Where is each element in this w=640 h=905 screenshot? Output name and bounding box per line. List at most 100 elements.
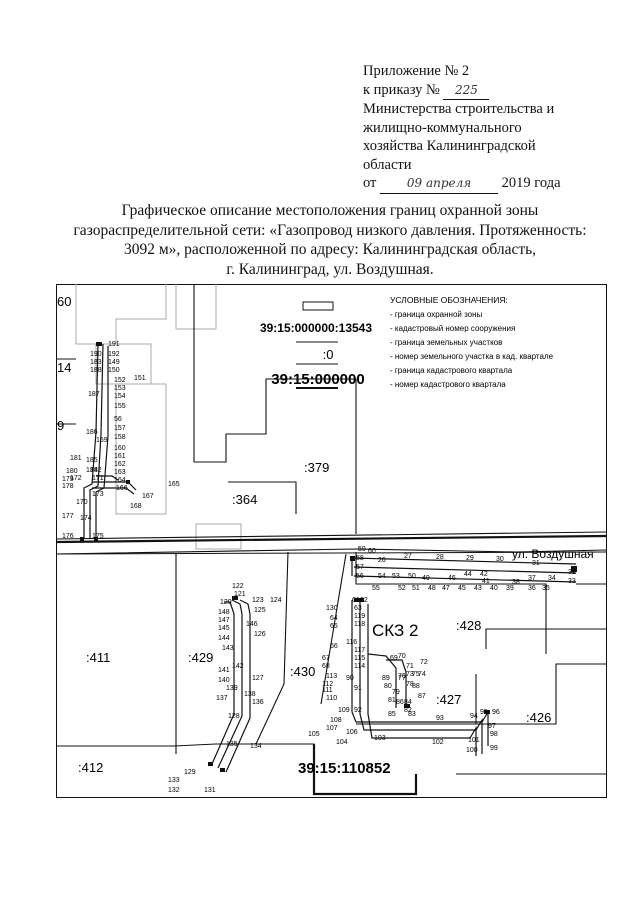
point-label: 30 xyxy=(496,556,504,563)
point-label: 80 xyxy=(384,683,392,690)
point-label: 97 xyxy=(488,723,496,730)
parcel-label-428: :428 xyxy=(456,618,481,633)
parcel-labels: 60 14 9 :379 :364 :428 :411 :429 :430 :4… xyxy=(57,294,551,775)
station-label: СКЗ 2 xyxy=(372,621,418,640)
point-label: 107 xyxy=(326,725,338,732)
point-label: 171 xyxy=(92,475,104,482)
point-label: 110 xyxy=(326,695,337,702)
point-label: 41 xyxy=(482,578,490,585)
point-label: 181 xyxy=(70,455,82,462)
point-label: 132 xyxy=(168,787,180,794)
point-label: 160 xyxy=(114,445,126,452)
point-label: 128 xyxy=(228,713,240,720)
point-label: 90 xyxy=(346,675,354,682)
parcel-label-412: :412 xyxy=(78,760,103,775)
point-label: 47 xyxy=(442,585,450,592)
point-label: 39 xyxy=(506,585,514,592)
point-label: 93 xyxy=(436,715,444,722)
point-label: 154 xyxy=(114,393,126,400)
point-label: 104 xyxy=(336,739,348,746)
point-label: 85 xyxy=(388,711,396,718)
point-label: 52 xyxy=(398,585,406,592)
parcel-label-426: :426 xyxy=(526,710,551,725)
protection-zone-northwest xyxy=(83,343,137,539)
point-label: 151 xyxy=(134,375,146,382)
ministry-line-2: жилищно-коммунального xyxy=(363,119,522,136)
point-label: 135 xyxy=(226,741,238,748)
title-line-1: Графическое описание местоположения гран… xyxy=(121,202,539,219)
point-label: 59 xyxy=(358,546,366,553)
point-label: 167 xyxy=(142,493,154,500)
parcel-label-379: :379 xyxy=(304,460,329,475)
point-label: 173 xyxy=(92,491,104,498)
point-label: 130 xyxy=(326,605,338,612)
point-label: 119 xyxy=(354,613,365,620)
point-label: 89 xyxy=(382,675,390,682)
point-label: 116 xyxy=(346,639,357,646)
point-label: 175 xyxy=(92,533,104,540)
point-label: 71 xyxy=(406,663,414,670)
point-label: 122 xyxy=(232,583,244,590)
point-label: 87 xyxy=(418,693,426,700)
point-number-labels: 191 190 192 183 149 188 150 152 151 153 … xyxy=(62,341,576,794)
point-label: 65 xyxy=(330,623,338,630)
point-label: 86 xyxy=(396,699,404,706)
point-label: 178 xyxy=(62,483,74,490)
title-line-4: г. Калининград, ул. Воздушная. xyxy=(226,260,434,278)
point-label: 69 xyxy=(390,655,398,662)
point-label: 101 xyxy=(468,737,480,744)
legend-quarter-sample: 39:15:000000 xyxy=(271,371,364,388)
point-label: 111 xyxy=(322,687,333,694)
point-label: 43 xyxy=(474,585,482,592)
point-label: 152 xyxy=(114,377,126,384)
point-label: 150 xyxy=(108,367,120,374)
point-label: 40 xyxy=(490,585,498,592)
site-plan-map: 39:15:000000:13543 :0 39:15:000000 УСЛОВ… xyxy=(56,284,607,798)
point-label: 53 xyxy=(392,573,400,580)
point-label: 83 xyxy=(408,711,416,718)
point-label: 139 xyxy=(226,685,238,692)
point-label: 188 xyxy=(90,367,102,374)
point-label: 64 xyxy=(330,615,338,622)
point-label: 192 xyxy=(108,351,120,358)
order-number: 225 xyxy=(443,81,490,100)
ministry-line-1: Министерства строительства и xyxy=(363,101,555,117)
point-label: 60 xyxy=(368,548,376,555)
point-label: 72 xyxy=(420,659,428,666)
point-label: 155 xyxy=(114,403,126,410)
parcel-label-14: 14 xyxy=(57,360,71,375)
point-label: 127 xyxy=(252,675,264,682)
point-label: 165 xyxy=(168,481,180,488)
point-label: 77 xyxy=(398,675,406,682)
point-label: 184 xyxy=(86,467,98,474)
point-label: 140 xyxy=(218,677,230,684)
legend-cadnum-sample: 39:15:000000:13543 xyxy=(260,321,372,335)
legend-item-quarter-number: - номер кадастрового квартала xyxy=(390,380,506,389)
ministry-line-3: хозяйства Калининградской xyxy=(363,138,536,154)
point-label: 92 xyxy=(354,707,362,714)
point-label: 94 xyxy=(470,713,478,720)
quarter-boundary-north xyxy=(56,534,607,544)
point-label: 147 xyxy=(218,617,230,624)
point-label: 153 xyxy=(114,385,126,392)
background-buildings xyxy=(75,284,242,550)
parcel-label-411: :411 xyxy=(86,650,110,665)
point-label: 187 xyxy=(88,391,100,398)
point-label: 183 xyxy=(90,359,102,366)
date-prefix: от xyxy=(363,175,377,191)
point-label: 37 xyxy=(528,575,536,582)
point-label: 131 xyxy=(204,787,216,794)
point-label: 166 xyxy=(116,485,128,492)
point-label: 185 xyxy=(86,457,98,464)
point-label: 129 xyxy=(184,769,196,776)
point-label: 159 xyxy=(96,437,108,444)
point-label: 112 xyxy=(322,681,333,688)
point-label: 35 xyxy=(542,585,550,592)
point-label: 49 xyxy=(422,575,430,582)
point-label: 31 xyxy=(532,560,540,567)
zone-corners-south xyxy=(354,598,490,714)
point-label: 138 xyxy=(244,691,256,698)
point-label: 36 xyxy=(528,585,536,592)
point-label: 177 xyxy=(62,513,74,520)
point-label: 157 xyxy=(114,425,126,432)
